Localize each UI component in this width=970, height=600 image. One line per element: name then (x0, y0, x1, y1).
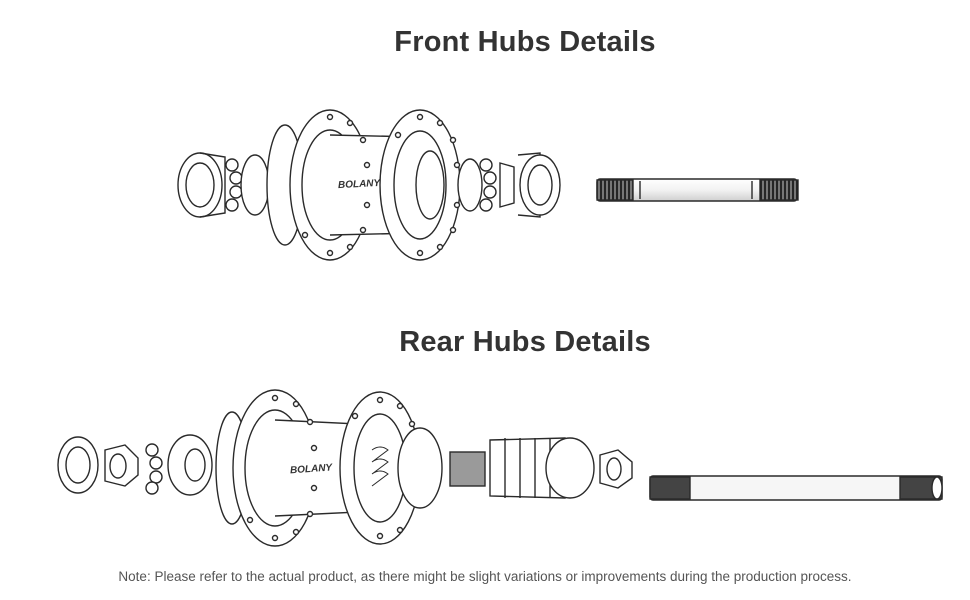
disclaimer-note: Note: Please refer to the actual product… (118, 569, 852, 584)
front-right-bearing-icon (457, 158, 515, 212)
rear-left-hex-nut-icon (104, 444, 139, 487)
front-left-locknut-icon (177, 152, 226, 218)
front-hub-body-icon (266, 109, 461, 261)
front-hub-diagram: BOLANY (177, 109, 799, 261)
front-left-bearing-icon (225, 154, 270, 216)
rear-hub-body-icon (215, 389, 443, 547)
rear-spring-icon (371, 446, 389, 487)
front-axle-icon (596, 178, 799, 202)
front-right-locknut-icon (517, 152, 561, 218)
rear-right-hex-nut-icon (599, 449, 633, 489)
front-hubs-title: Front Hubs Details (394, 26, 656, 58)
rear-left-locknut-icon (57, 436, 99, 494)
rear-hub-brand: BOLANY (290, 462, 334, 476)
rear-hub-diagram: BOLANY (57, 389, 943, 547)
front-hub-brand: BOLANY (338, 178, 382, 191)
rear-axle-icon (649, 475, 943, 501)
rear-freehub-icon (449, 437, 595, 499)
rear-left-bearing-icon (145, 434, 213, 496)
rear-hubs-title: Rear Hubs Details (399, 326, 651, 358)
